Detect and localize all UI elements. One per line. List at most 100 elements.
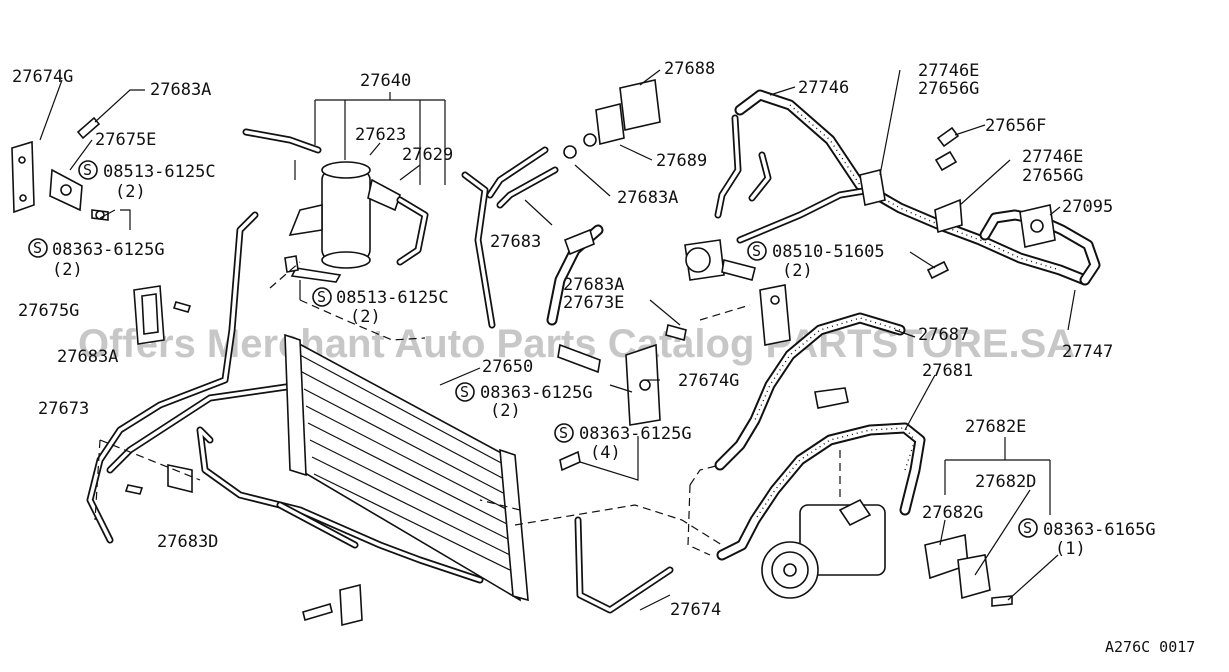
part-labels: 27674G 27683A 27675E 08513-6125C (2) 083…	[12, 59, 1195, 656]
svg-text:S: S	[559, 424, 568, 442]
clamp-27746e-a	[859, 169, 886, 206]
svg-text:S: S	[83, 161, 92, 179]
bolt-08363-left	[91, 209, 109, 221]
bolt-27683a-left	[172, 301, 192, 313]
hose-27746	[714, 89, 1091, 286]
label-27688: 27688	[664, 59, 715, 79]
leader-lines	[39, 69, 1076, 611]
label-27656f: 27656F	[985, 116, 1046, 136]
label-27656g-b: 27656G	[1022, 166, 1083, 186]
label-27656g-a: 27656G	[918, 79, 979, 99]
label-27629: 27629	[402, 145, 453, 165]
compressor	[761, 498, 886, 599]
svg-text:S: S	[752, 242, 761, 260]
s-mark-08363-d: S	[1018, 518, 1038, 538]
label-27682d: 27682D	[975, 472, 1036, 492]
s-mark-08363-b: S	[455, 382, 475, 402]
label-27682g: 27682G	[922, 503, 983, 523]
bracket-27682g	[924, 533, 991, 600]
label-08513-a: 08513-6125C	[103, 162, 216, 182]
valve-27095-top	[684, 239, 756, 281]
clamp-27675e	[49, 168, 83, 212]
hose-27687	[714, 312, 906, 471]
pipe-27673	[86, 211, 304, 544]
leader-dash-left	[94, 439, 201, 521]
pipe-27683d	[196, 426, 484, 584]
bracket-27687	[759, 284, 791, 346]
label-08363-b-qty: (2)	[490, 401, 521, 421]
s-mark-08363-c: S	[554, 423, 574, 443]
label-27675e: 27675E	[95, 130, 156, 150]
label-27746e-b: 27746E	[1022, 147, 1083, 167]
label-27689: 27689	[656, 151, 707, 171]
hose-27683a-mid	[546, 224, 604, 326]
label-08363-a: 08363-6125G	[52, 240, 165, 260]
bracket-27674g	[11, 140, 35, 214]
label-08510: 08510-51605	[772, 242, 885, 262]
clamp-27746e-b	[934, 198, 963, 234]
bracket-27673e	[557, 323, 687, 374]
valve-27095	[1019, 204, 1056, 248]
bolt-27683a-top	[76, 116, 101, 140]
reference-code: A276C 0017	[1105, 638, 1195, 656]
label-08513-a-qty: (2)	[115, 182, 146, 202]
label-27687: 27687	[918, 325, 969, 345]
label-08363-c-qty: (4)	[590, 443, 621, 463]
label-27674g-a: 27674G	[12, 67, 73, 87]
svg-text:S: S	[1023, 519, 1032, 537]
label-27623: 27623	[355, 125, 406, 145]
label-27674: 27674	[670, 600, 721, 620]
bracket-27674g-mid	[625, 343, 661, 426]
receiver-drier-27640	[242, 128, 429, 283]
label-27640: 27640	[360, 71, 411, 91]
bolt-08363-mid	[559, 450, 581, 472]
label-27673: 27673	[38, 399, 89, 419]
label-08363-d: 08363-6165G	[1043, 520, 1156, 540]
label-27650: 27650	[482, 357, 533, 377]
label-27673e: 27673E	[563, 293, 624, 313]
label-27683d: 27683D	[157, 532, 218, 552]
label-27683a-b: 27683A	[57, 347, 118, 367]
pipe-27674	[574, 516, 674, 614]
svg-text:S: S	[460, 383, 469, 401]
label-27095: 27095	[1062, 197, 1113, 217]
condenser-27650	[284, 333, 529, 602]
label-27683a-c: 27683A	[617, 188, 678, 208]
svg-text:S: S	[317, 288, 326, 306]
s-mark-08513-a: S	[78, 160, 98, 180]
bolt-condenser	[302, 583, 363, 627]
label-08513-b: 08513-6125C	[336, 288, 449, 308]
label-27683a-a: 27683A	[150, 80, 211, 100]
clip-27656f	[934, 126, 960, 172]
label-08510-qty: (2)	[782, 261, 813, 281]
bolt-08363-right	[991, 595, 1013, 607]
s-mark-08510: S	[747, 241, 767, 261]
hose-27681	[716, 422, 926, 561]
label-27747: 27747	[1062, 342, 1113, 362]
expansion-valve-27688	[563, 79, 661, 159]
label-27683: 27683	[490, 232, 541, 252]
s-mark-08513-b: S	[312, 287, 332, 307]
label-27746: 27746	[798, 78, 849, 98]
pipe-27683	[461, 146, 559, 329]
pipe-27746-lower	[736, 186, 874, 244]
label-27682e: 27682E	[965, 417, 1026, 437]
label-27746e-a: 27746E	[918, 61, 979, 81]
s-mark-08363-a: S	[28, 238, 48, 258]
label-08513-b-qty: (2)	[350, 307, 381, 327]
label-27681: 27681	[922, 361, 973, 381]
label-27674g-b: 27674G	[678, 371, 739, 391]
pipe-27746-lower2	[748, 151, 772, 202]
label-08363-c: 08363-6125G	[579, 424, 692, 444]
label-08363-b: 08363-6125G	[480, 383, 593, 403]
label-08363-d-qty: (1)	[1055, 539, 1086, 559]
bolt-08510	[926, 260, 950, 280]
dashed-leaders	[269, 261, 841, 556]
clamp-27675g	[133, 285, 165, 345]
label-08363-a-qty: (2)	[52, 260, 83, 280]
label-27675g: 27675G	[18, 301, 79, 321]
clamp-27683d	[124, 464, 193, 495]
label-27683a-d: 27683A	[563, 275, 624, 295]
svg-text:S: S	[33, 239, 42, 257]
